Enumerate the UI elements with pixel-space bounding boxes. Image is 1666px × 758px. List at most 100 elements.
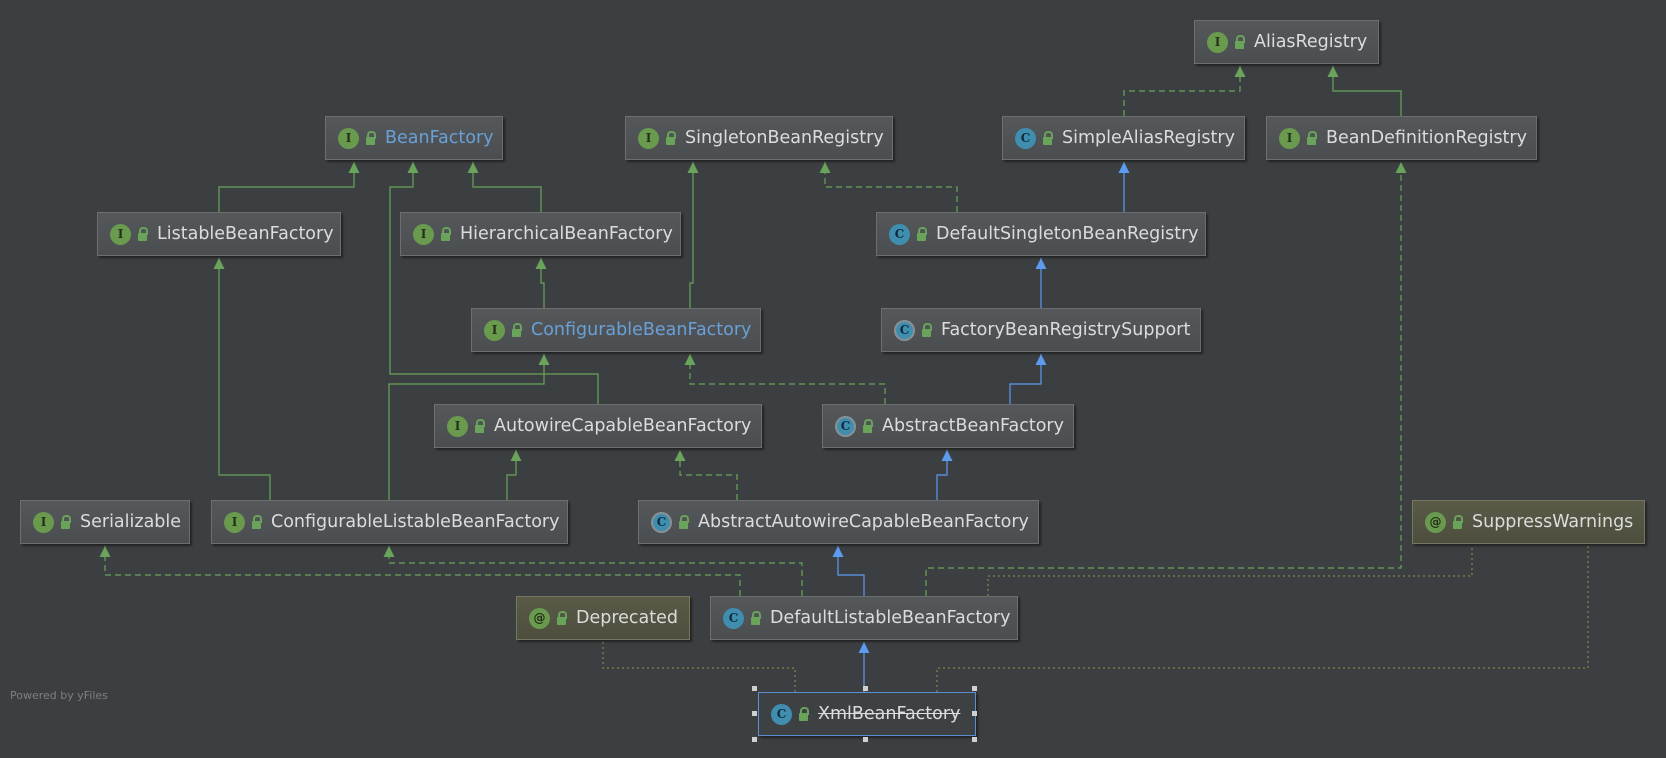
- node-label: XmlBeanFactory: [818, 704, 961, 724]
- public-lock-icon: [1453, 515, 1463, 529]
- arrowhead: [383, 546, 395, 557]
- arrowhead: [535, 258, 547, 269]
- arrowhead: [832, 546, 844, 557]
- arrowhead: [538, 354, 550, 365]
- arrowhead: [1234, 66, 1246, 77]
- node-default-listable-bean-factory[interactable]: C DefaultListableBeanFactory: [710, 596, 1018, 640]
- interface-icon: I: [1207, 31, 1228, 53]
- node-xml-bean-factory[interactable]: C XmlBeanFactory: [758, 692, 976, 736]
- public-lock-icon: [799, 707, 809, 721]
- edge-extends-interface: [389, 162, 599, 404]
- node-label: SimpleAliasRegistry: [1062, 128, 1235, 148]
- public-lock-icon: [922, 323, 932, 337]
- arrowhead: [1035, 354, 1047, 365]
- edge-extends-interface: [218, 162, 360, 212]
- selection-handle[interactable]: [752, 686, 757, 691]
- arrowhead: [687, 162, 699, 173]
- node-default-singleton-bean-registry[interactable]: C DefaultSingletonBeanRegistry: [876, 212, 1206, 256]
- edge-implements: [1123, 66, 1246, 116]
- node-factory-bean-registry-support[interactable]: C FactoryBeanRegistrySupport: [881, 308, 1201, 352]
- node-label: SingletonBeanRegistry: [685, 128, 884, 148]
- node-suppress-warnings[interactable]: @ SuppressWarnings: [1412, 500, 1645, 544]
- interface-icon: I: [413, 223, 434, 245]
- arrowhead: [1327, 66, 1339, 77]
- edge-extends-class: [1035, 258, 1047, 308]
- public-lock-icon: [1307, 131, 1317, 145]
- public-lock-icon: [863, 419, 873, 433]
- arrowhead: [1035, 258, 1047, 269]
- selection-handle[interactable]: [752, 711, 757, 716]
- node-serializable[interactable]: I Serializable: [20, 500, 190, 544]
- node-simple-alias-registry[interactable]: C SimpleAliasRegistry: [1002, 116, 1245, 160]
- node-configurable-bean-factory[interactable]: I ConfigurableBeanFactory: [471, 308, 761, 352]
- edge-annotated: [602, 642, 796, 692]
- selection-handle[interactable]: [972, 686, 977, 691]
- abstract-class-icon: C: [651, 511, 672, 533]
- public-lock-icon: [1235, 35, 1245, 49]
- public-lock-icon: [252, 515, 262, 529]
- arrowhead: [510, 450, 522, 461]
- node-deprecated[interactable]: @ Deprecated: [516, 596, 690, 640]
- arrowhead: [99, 546, 111, 557]
- interface-icon: I: [224, 511, 245, 533]
- node-label: AutowireCapableBeanFactory: [494, 416, 752, 436]
- node-abstract-autowire-capable-bean-factory[interactable]: C AbstractAutowireCapableBeanFactory: [638, 500, 1039, 544]
- node-bean-definition-registry[interactable]: I BeanDefinitionRegistry: [1266, 116, 1537, 160]
- node-configurable-listable-bean-factory[interactable]: I ConfigurableListableBeanFactory: [211, 500, 568, 544]
- edge-implements: [925, 162, 1407, 596]
- arrowhead: [407, 162, 419, 173]
- edge-extends-interface: [687, 162, 699, 308]
- public-lock-icon: [61, 515, 71, 529]
- node-label: ConfigurableBeanFactory: [531, 320, 752, 340]
- node-label: FactoryBeanRegistrySupport: [941, 320, 1191, 340]
- edge-implements: [383, 546, 803, 596]
- node-hierarchical-bean-factory[interactable]: I HierarchicalBeanFactory: [400, 212, 681, 256]
- node-label: DefaultSingletonBeanRegistry: [936, 224, 1199, 244]
- edge-extends-class: [1009, 354, 1047, 404]
- edge-extends-class: [832, 546, 865, 596]
- interface-icon: I: [110, 223, 131, 245]
- interface-icon: I: [1279, 127, 1300, 149]
- public-lock-icon: [679, 515, 689, 529]
- node-singleton-bean-registry[interactable]: I SingletonBeanRegistry: [625, 116, 893, 160]
- edge-implements: [819, 162, 958, 212]
- interface-icon: I: [33, 511, 54, 533]
- arrowhead: [1118, 162, 1130, 173]
- node-label: Deprecated: [576, 608, 679, 628]
- public-lock-icon: [441, 227, 451, 241]
- node-autowire-capable-bean-factory[interactable]: I AutowireCapableBeanFactory: [434, 404, 762, 448]
- edge-extends-interface: [506, 450, 522, 500]
- class-icon: C: [771, 703, 792, 725]
- node-label: HierarchicalBeanFactory: [460, 224, 673, 244]
- arrowhead: [941, 450, 953, 461]
- edge-extends-interface: [213, 258, 271, 500]
- interface-icon: I: [447, 415, 468, 437]
- powered-by-label: Powered by yFiles: [10, 689, 108, 702]
- edge-extends-class: [936, 450, 953, 500]
- public-lock-icon: [917, 227, 927, 241]
- public-lock-icon: [557, 611, 567, 625]
- selection-handle[interactable]: [863, 686, 868, 691]
- selection-handle[interactable]: [972, 711, 977, 716]
- node-abstract-bean-factory[interactable]: C AbstractBeanFactory: [822, 404, 1074, 448]
- public-lock-icon: [666, 131, 676, 145]
- edge-implements: [684, 354, 886, 404]
- selection-handle[interactable]: [972, 737, 977, 742]
- interface-icon: I: [338, 127, 359, 149]
- selection-handle[interactable]: [863, 737, 868, 742]
- node-label: Serializable: [80, 512, 182, 532]
- selection-handle[interactable]: [752, 737, 757, 742]
- edge-extends-class: [858, 642, 870, 692]
- node-label: AliasRegistry: [1254, 32, 1368, 52]
- node-label: AbstractBeanFactory: [882, 416, 1064, 436]
- node-alias-registry[interactable]: I AliasRegistry: [1194, 20, 1379, 64]
- node-bean-factory[interactable]: I BeanFactory: [325, 116, 503, 160]
- node-listable-bean-factory[interactable]: I ListableBeanFactory: [97, 212, 341, 256]
- abstract-class-icon: C: [835, 415, 856, 437]
- public-lock-icon: [138, 227, 148, 241]
- public-lock-icon: [751, 611, 761, 625]
- arrowhead: [684, 354, 696, 365]
- node-label: ConfigurableListableBeanFactory: [271, 512, 560, 532]
